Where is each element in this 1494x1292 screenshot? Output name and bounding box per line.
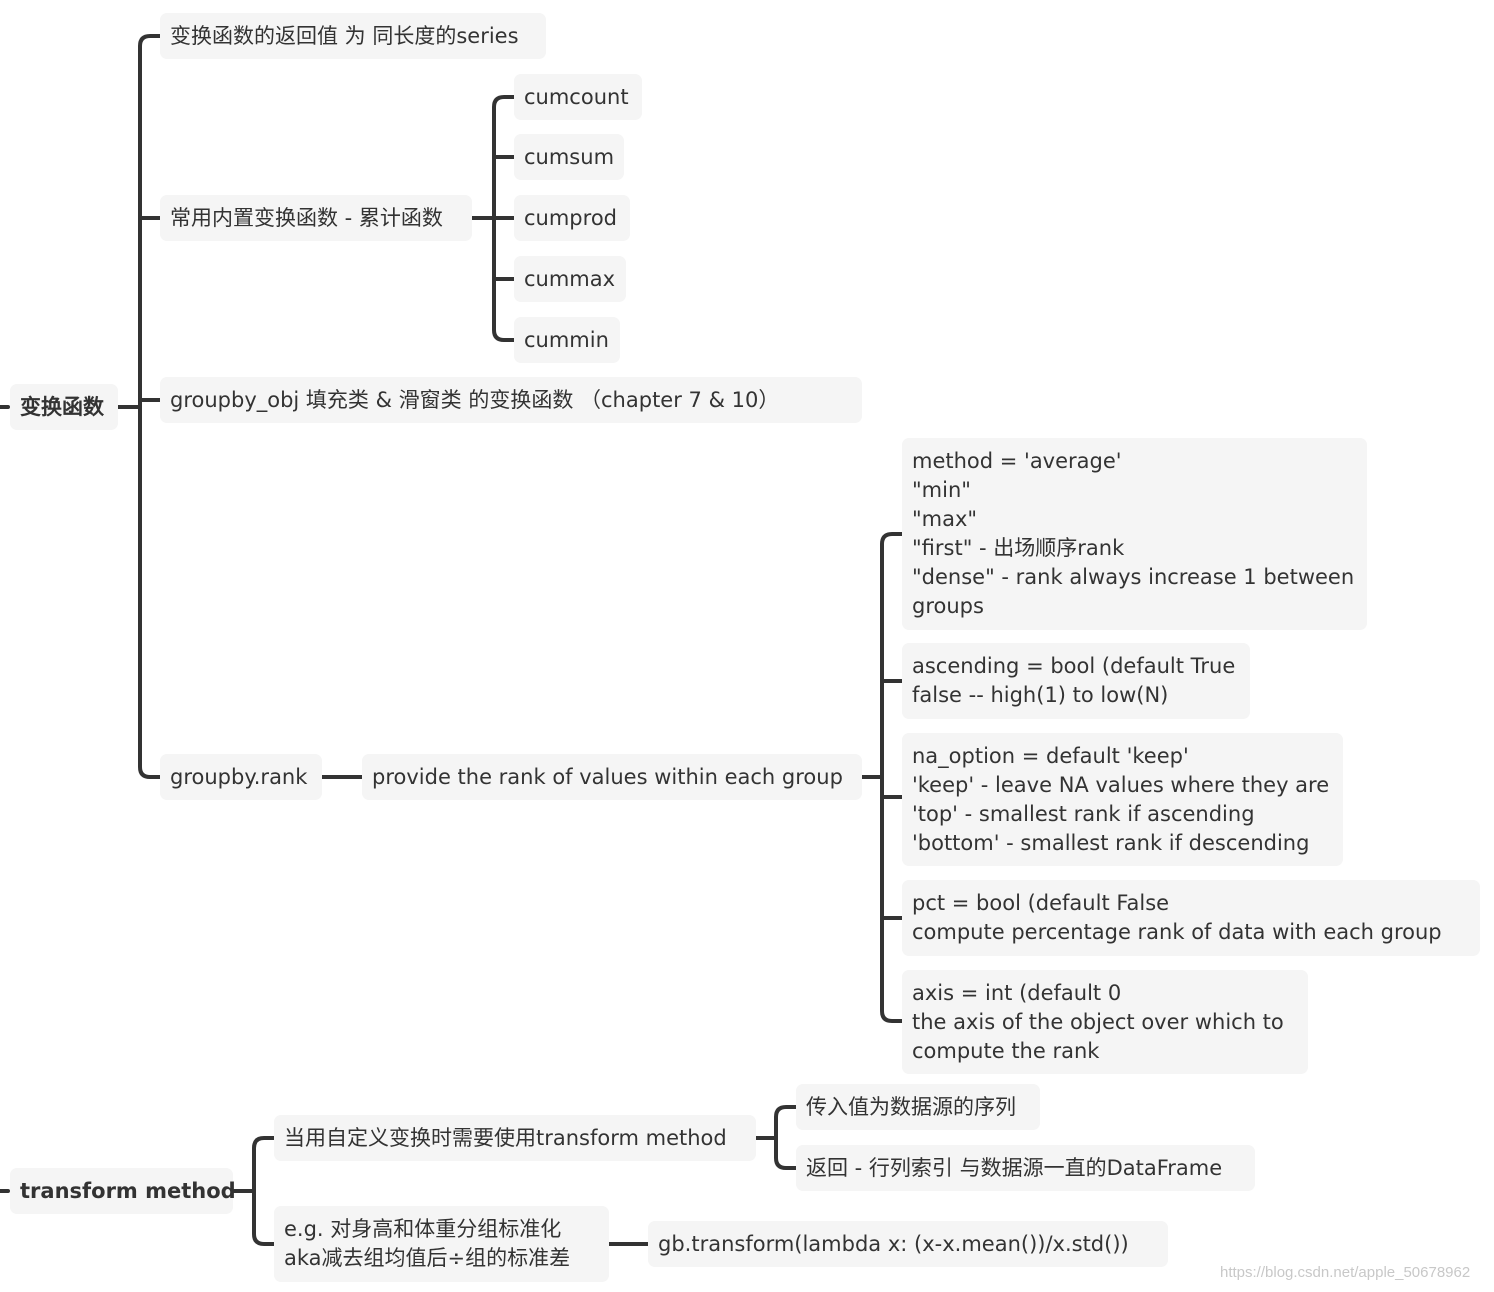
- node-param-na-option[interactable]: na_option = default 'keep' 'keep' - leav…: [902, 733, 1343, 866]
- node-input-series[interactable]: 传入值为数据源的序列: [796, 1084, 1040, 1130]
- node-param-axis[interactable]: axis = int (default 0 the axis of the ob…: [902, 970, 1308, 1074]
- node-param-pct[interactable]: pct = bool (default False compute percen…: [902, 880, 1480, 956]
- connector-builtin-bracket: [470, 95, 516, 342]
- node-transform-code[interactable]: gb.transform(lambda x: (x-x.mean())/x.st…: [648, 1221, 1168, 1267]
- node-param-method[interactable]: method = 'average' "min" "max" "first" -…: [902, 438, 1367, 630]
- node-fill-window[interactable]: groupby_obj 填充类 & 滑窗类 的变换函数 （chapter 7 &…: [160, 377, 862, 423]
- node-custom-transform[interactable]: 当用自定义变换时需要使用transform method: [274, 1115, 756, 1161]
- node-cumprod[interactable]: cumprod: [514, 195, 630, 241]
- root-node-transform-method[interactable]: transform method: [10, 1168, 236, 1214]
- node-groupby-rank[interactable]: groupby.rank: [160, 754, 322, 800]
- node-builtin-cumulative[interactable]: 常用内置变换函数 - 累计函数: [160, 195, 472, 241]
- node-cummin[interactable]: cummin: [514, 317, 620, 363]
- node-param-ascending[interactable]: ascending = bool (default True false -- …: [902, 643, 1250, 719]
- root-node-transform-functions[interactable]: 变换函数: [10, 384, 118, 430]
- connector-root2-bracket: [231, 1136, 276, 1246]
- node-return-value[interactable]: 变换函数的返回值 为 同长度的series: [160, 13, 546, 59]
- node-example-standardize[interactable]: e.g. 对身高和体重分组标准化 aka减去组均值后÷组的标准差: [274, 1206, 609, 1282]
- connector-params-bracket: [860, 532, 904, 1023]
- watermark: https://blog.csdn.net/apple_50678962: [1220, 1264, 1471, 1281]
- connector-root1-bracket: [116, 34, 162, 779]
- node-cumsum[interactable]: cumsum: [514, 134, 624, 180]
- node-cummax[interactable]: cummax: [514, 256, 626, 302]
- connector-custom-bracket: [754, 1105, 798, 1170]
- node-return-dataframe[interactable]: 返回 - 行列索引 与数据源一直的DataFrame: [796, 1145, 1255, 1191]
- node-rank-description[interactable]: provide the rank of values within each g…: [362, 754, 862, 800]
- node-cumcount[interactable]: cumcount: [514, 74, 642, 120]
